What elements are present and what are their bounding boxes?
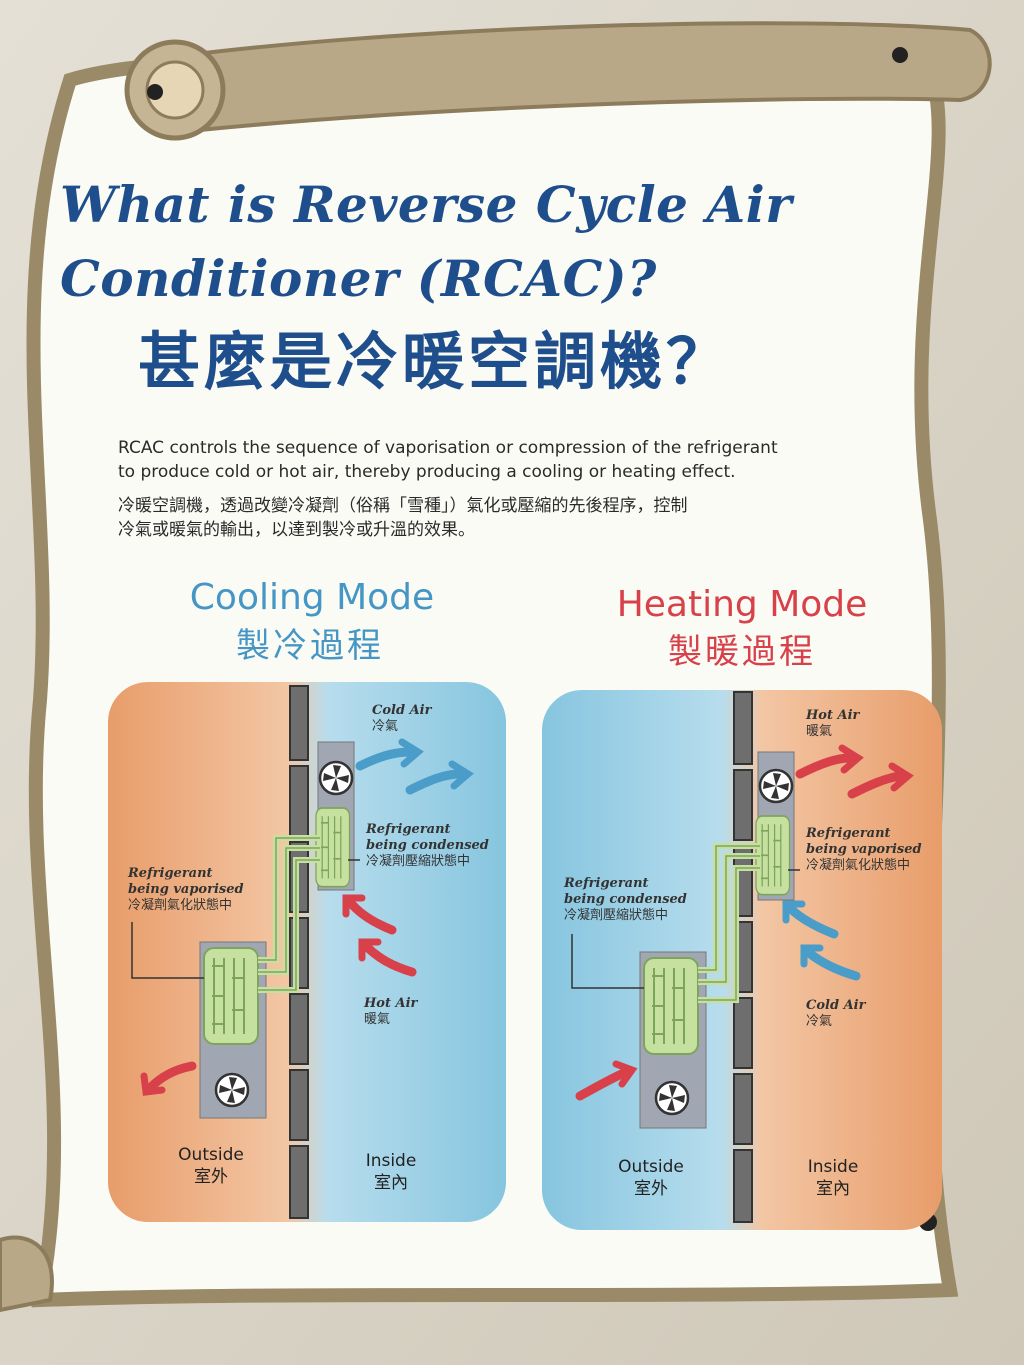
air-arrow-icon [140, 738, 474, 1096]
title-english: What is Reverse Cycle Air Conditioner (R… [60, 168, 920, 316]
description-chinese-line-2: 冷氣或暖氣的輸出，以達到製冷或升溫的效果。 [118, 520, 475, 540]
heating-outside-label: Outside 室外 [618, 1157, 684, 1199]
description-chinese-line-1: 冷暖空調機，透過改變冷凝劑（俗稱「雪種」）氣化或壓縮的先後程序，控制 [118, 496, 688, 516]
title-english-line-1: What is Reverse Cycle Air [60, 175, 793, 234]
cooling-outside-label: Outside 室外 [178, 1145, 244, 1187]
heating-condense-label: Refrigerant being condensed 冷凝劑壓縮狀態中 [564, 876, 687, 923]
heating-air-in-label: Cold Air 冷氣 [806, 998, 866, 1029]
cooling-air-out-label: Cold Air 冷氣 [372, 703, 432, 734]
cooling-condense-label: Refrigerant being condensed 冷凝劑壓縮狀態中 [366, 822, 489, 869]
air-arrow-icon [575, 744, 914, 1101]
heating-diagram [542, 690, 942, 1230]
heating-mode-title: Heating Mode [616, 584, 868, 625]
cooling-vapor-label: Refrigerant being vaporised 冷凝劑氣化狀態中 [128, 866, 244, 913]
cooling-mode-title: Cooling Mode [189, 577, 435, 618]
title-english-line-2: Conditioner (RCAC)? [60, 249, 657, 308]
cooling-inside-label: Inside 室內 [365, 1151, 417, 1193]
heating-vapor-label: Refrigerant being vaporised 冷凝劑氣化狀態中 [806, 826, 922, 873]
heating-air-out-label: Hot Air 暖氣 [806, 708, 860, 739]
cooling-mode-title-zh: 製冷過程 [236, 626, 384, 666]
description-english-line-2: to produce cold or hot air, thereby prod… [118, 462, 736, 482]
title-chinese: 甚麼是冷暖空調機？ [138, 325, 733, 398]
cooling-diagram [108, 682, 506, 1222]
cooling-air-in-label: Hot Air 暖氣 [364, 996, 418, 1027]
heating-inside-label: Inside 室內 [807, 1157, 859, 1199]
heating-mode-title-zh: 製暖過程 [668, 632, 816, 672]
description-english-line-1: RCAC controls the sequence of vaporisati… [118, 438, 778, 458]
